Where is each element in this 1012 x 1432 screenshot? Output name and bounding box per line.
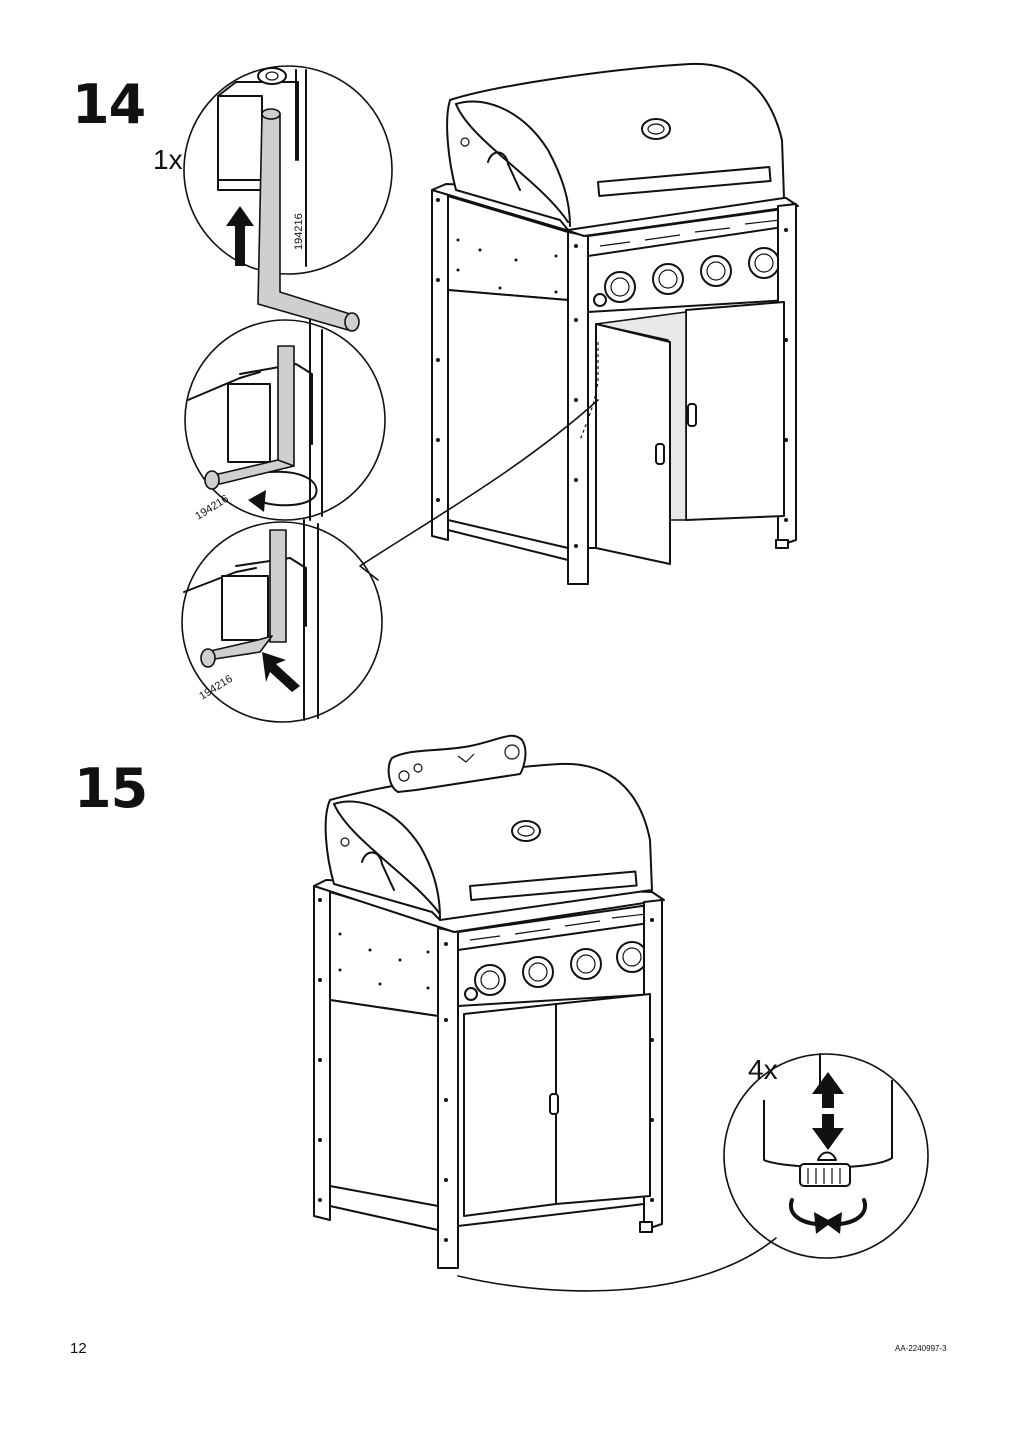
part-id-label-1: 194216 [293, 213, 305, 250]
step-14-quantity: 1x [153, 144, 183, 175]
step-15-foot-detail-circle [723, 1053, 929, 1259]
document-code: AA-2240997-3 [895, 1344, 947, 1353]
step-14-number: 14 [72, 73, 146, 136]
part-id-label-2: 194216 [193, 493, 230, 523]
step-14-grill-illustration [431, 62, 799, 585]
page-number: 12 [70, 1340, 87, 1357]
step-14-detail-circle-2: 194216 [184, 319, 386, 523]
step-15-grill-illustration [313, 734, 777, 1292]
step-14-detail-circle-3: 194216 [181, 399, 599, 723]
step-14-detail-circle-1: 194216 [183, 65, 393, 332]
step-15-number: 15 [74, 757, 148, 820]
